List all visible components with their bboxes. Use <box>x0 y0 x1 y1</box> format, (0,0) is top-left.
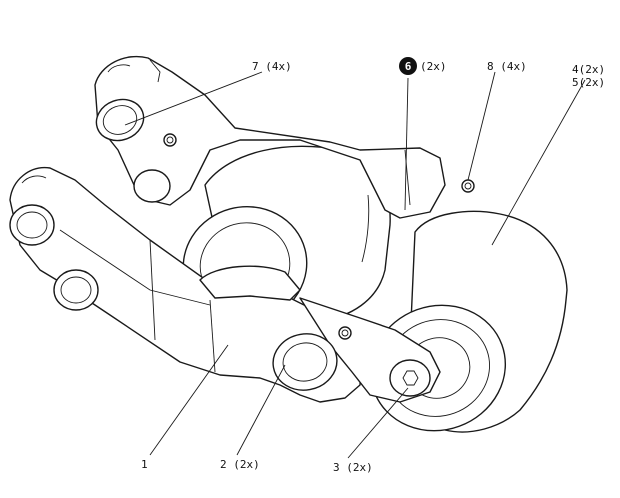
leader-line-1 <box>149 344 229 456</box>
callout-8: 8 (4x) <box>487 60 527 73</box>
leader-line-7 <box>124 71 263 126</box>
callout-7: 7 (4x) <box>252 60 292 73</box>
callout-6: 6 (2x) <box>399 57 447 75</box>
callout-3: 3 (2x) <box>333 461 373 474</box>
callout-5: 5(2x) <box>572 76 605 89</box>
leader-line-6 <box>404 77 409 211</box>
leader-line-4 <box>491 79 586 246</box>
leader-line-2 <box>236 364 286 456</box>
callout-2: 2 (2x) <box>220 458 260 471</box>
grease-nipple-upper <box>163 133 177 147</box>
upper-arm <box>94 55 446 219</box>
callout-6-number: 6 <box>405 60 412 73</box>
callout-6-badge <box>399 57 417 75</box>
grease-nipple-right <box>461 179 475 193</box>
callout-6-qty: (2x) <box>420 60 447 73</box>
callout-4: 4(2x) <box>572 63 605 76</box>
bushing-part-2 <box>272 333 338 391</box>
leader-line-3 <box>347 387 409 459</box>
grease-nipple-center <box>338 326 352 340</box>
leader-line-8 <box>467 71 496 181</box>
callout-1: 1 <box>141 458 148 471</box>
axle-linkage <box>199 265 441 403</box>
